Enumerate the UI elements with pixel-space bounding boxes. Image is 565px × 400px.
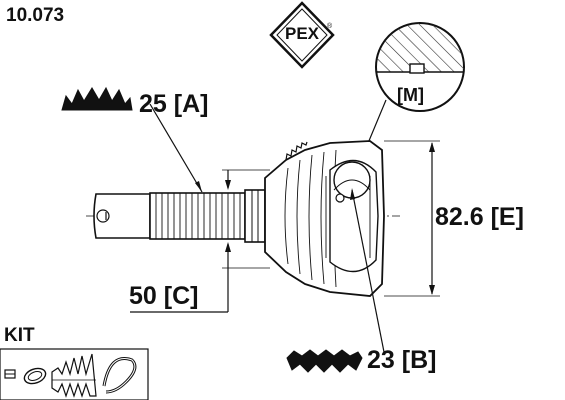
part-number: 10.073 <box>6 5 65 26</box>
clamp-icon <box>23 367 47 385</box>
detail-label: [M] <box>397 85 424 105</box>
dimension-e <box>384 140 440 297</box>
spline-profile-icon <box>61 86 133 111</box>
dimension-c <box>130 169 270 313</box>
shaft-diameter-label: 50 [C] <box>129 282 199 310</box>
kit-label: KIT <box>4 325 35 346</box>
brand-logo <box>269 1 335 69</box>
brand-name: PEX <box>284 24 320 43</box>
outer-shaft <box>93 189 266 243</box>
strap-icon <box>102 357 137 394</box>
brand-registered-mark: ® <box>327 23 333 30</box>
inner-spline-label: 23 [B] <box>367 346 437 374</box>
joint-housing <box>264 140 385 297</box>
outer-diameter-label: 82.6 [E] <box>435 203 524 231</box>
spline-profile-icon <box>286 349 363 373</box>
clip-icon <box>4 369 16 379</box>
outer-spline-label: 25 [A] <box>139 90 209 118</box>
boot-icon <box>51 353 97 398</box>
